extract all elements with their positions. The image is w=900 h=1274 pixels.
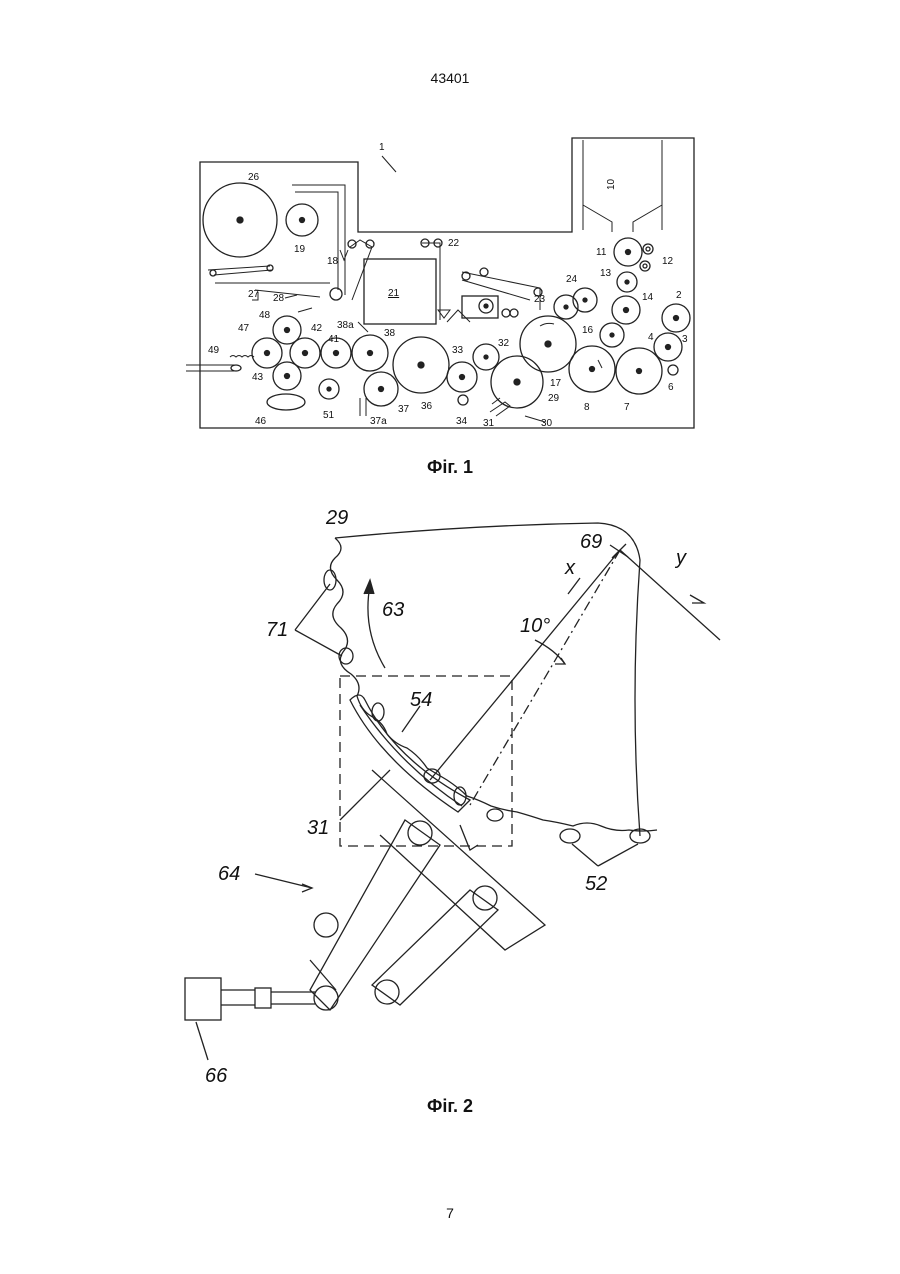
fig1-label-27: 27 bbox=[248, 289, 260, 300]
fig1-label-43: 43 bbox=[252, 372, 264, 383]
fig1-label-42: 42 bbox=[311, 323, 323, 334]
fig1-label-29: 29 bbox=[548, 393, 560, 404]
fig1-label-41: 41 bbox=[328, 334, 340, 345]
fig1-label-16: 16 bbox=[582, 325, 594, 336]
fig1-label-33: 33 bbox=[452, 345, 464, 356]
fig2-label-69: 69 bbox=[580, 531, 602, 553]
fig1-label-37a: 37a bbox=[370, 416, 387, 427]
fig2-label-y: y bbox=[674, 547, 687, 569]
fig1-label-38a: 38a bbox=[337, 320, 354, 331]
fig2-label-64: 64 bbox=[218, 863, 240, 885]
fig1-label-1: 1 bbox=[379, 142, 385, 153]
figure-2-caption: Фіг. 2 bbox=[0, 1096, 900, 1117]
fig1-label-28: 28 bbox=[273, 293, 285, 304]
figure-2-diagram bbox=[185, 523, 720, 1060]
fig1-label-38: 38 bbox=[384, 328, 396, 339]
fig1-label-51: 51 bbox=[323, 410, 335, 421]
fig1-label-8: 8 bbox=[584, 402, 590, 413]
fig1-label-4: 4 bbox=[648, 332, 654, 343]
fig1-label-36: 36 bbox=[421, 401, 433, 412]
fig2-label-52: 52 bbox=[585, 873, 607, 895]
fig1-label-14: 14 bbox=[642, 292, 654, 303]
fig1-label-21: 21 bbox=[388, 288, 400, 299]
fig1-label-2: 2 bbox=[676, 290, 682, 301]
fig1-label-47: 47 bbox=[238, 323, 250, 334]
fig1-label-18: 18 bbox=[327, 256, 339, 267]
figure-1-caption: Фіг. 1 bbox=[0, 457, 900, 478]
fig1-label-6: 6 bbox=[668, 382, 674, 393]
fig1-label-49: 49 bbox=[208, 345, 220, 356]
fig1-label-32: 32 bbox=[498, 338, 510, 349]
page-number: 7 bbox=[0, 1205, 900, 1221]
fig1-label-48: 48 bbox=[259, 310, 271, 321]
fig1-label-22: 22 bbox=[448, 238, 460, 249]
fig1-label-19: 19 bbox=[294, 244, 306, 255]
fig1-label-10: 10 bbox=[606, 178, 617, 190]
fig2-label-31: 31 bbox=[307, 817, 329, 839]
fig2-label-29: 29 bbox=[325, 507, 348, 529]
fig1-label-26: 26 bbox=[248, 172, 260, 183]
fig2-label-71: 71 bbox=[266, 619, 288, 641]
fig1-label-30: 30 bbox=[541, 418, 553, 429]
fig1-label-23: 23 bbox=[534, 294, 546, 305]
fig1-label-3: 3 bbox=[682, 334, 688, 345]
fig1-label-11: 11 bbox=[596, 247, 607, 258]
fig1-label-31: 31 bbox=[483, 418, 495, 429]
fig2-label-x: x bbox=[564, 557, 576, 579]
fig1-label-46: 46 bbox=[255, 416, 267, 427]
fig1-label-17: 17 bbox=[550, 378, 562, 389]
fig2-label-63: 63 bbox=[382, 599, 404, 621]
fig1-label-37: 37 bbox=[398, 404, 410, 415]
fig1-label-7: 7 bbox=[624, 402, 630, 413]
fig1-label-12: 12 bbox=[662, 256, 674, 267]
fig1-label-34: 34 bbox=[456, 416, 468, 427]
fig2-label-66: 66 bbox=[205, 1065, 228, 1087]
fig2-label-54: 54 bbox=[410, 689, 432, 711]
fig1-label-24: 24 bbox=[566, 274, 578, 285]
fig2-label-angle: 10° bbox=[520, 615, 550, 637]
fig1-label-13: 13 bbox=[600, 268, 612, 279]
